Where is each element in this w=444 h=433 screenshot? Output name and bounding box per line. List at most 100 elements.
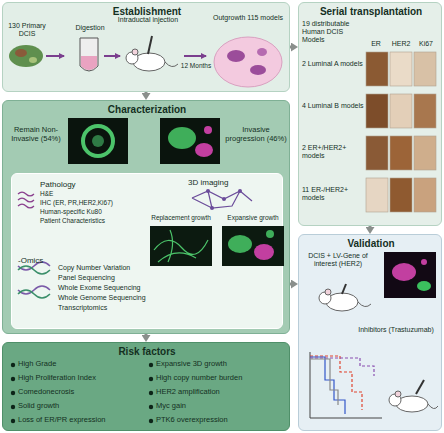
bullet [149, 391, 153, 395]
panel-title: Characterization [3, 104, 291, 116]
mouse-ear [325, 289, 331, 295]
flow-arrow [369, 226, 372, 229]
annotation-label: 130 Primary DCIS [4, 22, 50, 38]
annotation-label: 12 Months [176, 62, 216, 69]
mouse-ear [395, 391, 401, 397]
flow-arrow [145, 334, 148, 337]
ihc-thumbnail [414, 52, 436, 86]
annotation-label: HER2 amplification [156, 388, 286, 397]
mouse-body [326, 293, 358, 311]
ihc-thumbnail [390, 94, 412, 128]
panel-title: Risk factors [3, 346, 291, 358]
histology-duct [227, 50, 245, 62]
annotation-label: Invasive progression (46%) [224, 126, 288, 143]
annotation-label: Panel Sequencing [58, 274, 168, 282]
histology-duct [257, 48, 267, 56]
bullet [11, 419, 15, 423]
network-node [222, 197, 226, 201]
network-icon [192, 191, 252, 208]
survival-curve [310, 356, 362, 410]
ihc-thumbnail [366, 136, 388, 170]
mouse-body [396, 396, 428, 412]
survival-curve [310, 357, 345, 414]
flow-arrow [290, 46, 293, 49]
mouse-ear [132, 49, 138, 55]
mouse-tail [358, 302, 371, 307]
annotation-label: Transcriptomics [58, 304, 168, 312]
ihc-thumbnail [414, 94, 436, 128]
bullet [149, 363, 153, 367]
dna-icon [18, 290, 50, 298]
ihc-thumbnail [414, 136, 436, 170]
chart-axes [310, 352, 382, 418]
duct-stain [83, 126, 113, 156]
expansive-growth-stain [254, 244, 274, 260]
annotation-label: Whole Genome Sequencing [58, 294, 168, 302]
process-arrow [46, 55, 64, 57]
annotation-label: ER [364, 40, 388, 48]
microscopy-image [68, 118, 128, 164]
section-heading: 3D imaging [188, 178, 268, 187]
network-node [206, 189, 210, 193]
bullet [149, 377, 153, 381]
annotation-label: 4 Luminal B models [302, 102, 364, 110]
tube-liquid [81, 56, 97, 70]
annotation-label: 11 ER-/HER2+ models [302, 186, 364, 202]
syringe [148, 36, 152, 54]
annotation-label: 2 Luminal A models [302, 60, 364, 68]
histology-image [214, 37, 282, 87]
ihc-thumbnail [390, 136, 412, 170]
her2-stain [392, 263, 416, 281]
annotation-label: High Grade [18, 360, 146, 369]
annotation-label: Outgrowth 115 models [210, 14, 286, 22]
ihc-thumbnail [390, 52, 412, 86]
histology-duct [250, 65, 266, 75]
microscopy-image [160, 118, 220, 164]
invasive-stain [204, 126, 212, 134]
mouse-tail [428, 404, 438, 409]
syringe [416, 380, 424, 394]
ihc-thumbnail [366, 178, 388, 212]
annotation-label: High Proliferation Index [18, 374, 146, 383]
annotation-label: 19 distributable Human DCIS Models [302, 20, 364, 44]
annotation-label: DCIS + LV-Gene of interest (HER2) [300, 252, 376, 268]
dna-icon [18, 266, 50, 274]
expansive-growth-stain [266, 230, 274, 238]
annotation-label: Comedonecrosis [18, 388, 146, 397]
mouse-head [319, 292, 331, 304]
annotation-label: Intraductal injection [116, 16, 180, 24]
microscopy-image [150, 226, 212, 266]
mouse-tail [165, 62, 178, 67]
section-heading: Pathology [40, 180, 120, 189]
ihc-thumbnails [366, 52, 436, 212]
dna-icon [18, 262, 50, 270]
annotation-label: Ki67 [414, 40, 438, 48]
annotation-label: Human-specific Ku80 [40, 208, 146, 215]
tissue-patch [15, 49, 27, 57]
her2-stain [417, 281, 431, 291]
bullet [11, 377, 15, 381]
invasive-stain [168, 127, 196, 149]
flow-arrow [290, 283, 293, 286]
mouse-body [133, 53, 165, 71]
process-arrow [104, 55, 120, 57]
flow-arrow [145, 92, 148, 95]
microscopy-image [222, 226, 284, 266]
ihc-thumbnail [414, 178, 436, 212]
bullet [11, 363, 15, 367]
process-arrow [184, 55, 206, 57]
annotation-label: PTK6 overexpression [156, 416, 286, 425]
syringe [342, 284, 346, 294]
network-node [210, 206, 214, 210]
panel-title: Validation [299, 238, 443, 250]
survival-curve [310, 359, 338, 405]
annotation-label: Expansive 3D growth [156, 360, 286, 369]
annotation-label: Solid growth [18, 402, 146, 411]
network-node [238, 189, 242, 193]
bullet [11, 405, 15, 409]
annotation-label: Replacement growth [148, 214, 214, 221]
